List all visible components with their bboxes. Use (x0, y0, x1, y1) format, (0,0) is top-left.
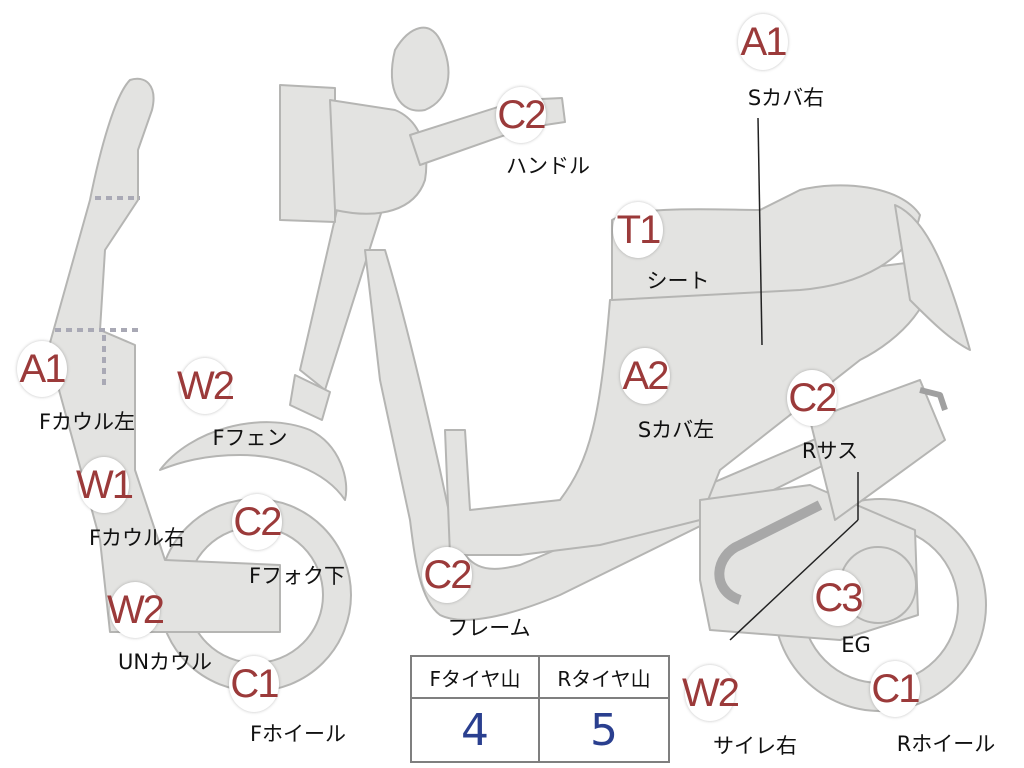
tire-tread-table: Fタイヤ山 Rタイヤ山 4 5 (410, 655, 670, 763)
damage-code-marker: W1 (76, 457, 134, 513)
damage-code-marker: A2 (620, 348, 670, 404)
damage-code-marker: C2 (787, 370, 838, 426)
damage-code-marker: W2 (107, 582, 165, 638)
part-label: Sカバ左 (637, 418, 715, 442)
damage-code-marker: C2 (496, 87, 547, 143)
damage-code-marker: C3 (813, 570, 864, 626)
damage-code-marker: T1 (613, 202, 663, 258)
front-fender (159, 421, 348, 501)
damage-code-marker: C2 (232, 494, 283, 550)
headlight (279, 84, 336, 223)
damage-code-marker: W2 (682, 665, 740, 721)
part-label: Fフォク下 (248, 564, 346, 588)
part-label: フレーム (447, 616, 531, 640)
rear-tire-header: Rタイヤ山 (540, 657, 668, 699)
seat (611, 184, 921, 301)
damage-code-marker: A1 (17, 341, 67, 397)
damage-code-marker: C2 (422, 547, 473, 603)
part-label: サイレ右 (713, 734, 797, 758)
front-tire-value: 4 (412, 699, 540, 761)
part-label: EG (841, 633, 871, 657)
part-label: Sカバ右 (747, 86, 825, 110)
rear-tire-value: 5 (590, 704, 618, 756)
part-label: Fカウル左 (38, 410, 136, 434)
part-label: Rホイール (896, 732, 996, 756)
damage-code-marker: A1 (738, 14, 788, 70)
part-label: ハンドル (506, 154, 590, 178)
windshield (390, 26, 450, 112)
part-label: Rサス (801, 439, 859, 463)
part-label: Fホイール (249, 722, 347, 746)
part-label: Fカウル右 (88, 526, 186, 550)
part-label: シート (646, 269, 710, 293)
rear-shock (809, 379, 946, 521)
front-tire-header: Fタイヤ山 (412, 657, 540, 699)
damage-code-marker: C1 (229, 656, 280, 712)
part-label: Fフェン (212, 426, 288, 450)
damage-code-marker: C1 (870, 661, 921, 717)
exhaust (714, 500, 823, 605)
part-label: UNカウル (117, 650, 213, 674)
damage-code-marker: W2 (177, 358, 235, 414)
